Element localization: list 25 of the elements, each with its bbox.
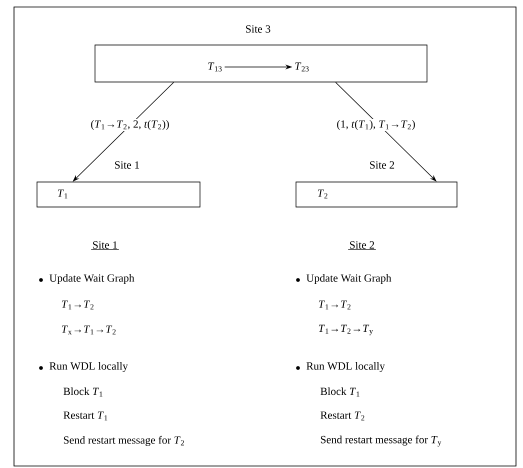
- site-heading: Site 3: [246, 25, 270, 33]
- transaction-label: T$_{13}$: [208, 62, 222, 72]
- step-text: Run WDL locally: [306, 362, 385, 372]
- site-box: T$_{1}$: [36, 182, 200, 208]
- step-text: Update Wait Graph: [306, 274, 392, 284]
- step-text: Send restart message for T$_{2}$: [64, 436, 184, 446]
- edge-label: (1, t(T$_{1}$), T$_{1}$→T$_{2}$): [336, 119, 416, 131]
- step-text: Block T$_{1}$: [320, 387, 360, 397]
- step-text: T$_{1}$→T$_{2}$: [62, 300, 94, 310]
- step-text: T$_{1}$→T$_{2}$: [318, 300, 350, 310]
- site-heading: Site 2: [370, 161, 394, 169]
- step-text: Restart T$_{2}$: [320, 412, 364, 420]
- step-text: Restart T$_{1}$: [64, 412, 108, 420]
- step-text: T$_{x}$→T$_{1}$→T$_{2}$: [62, 326, 116, 334]
- site-heading: Site 1: [115, 161, 140, 169]
- section-heading: Site 1: [90, 241, 120, 250]
- section-heading: Site 2: [348, 241, 376, 250]
- transaction-label: T$_{23}$: [295, 62, 309, 72]
- step-text: T$_{1}$→T$_{2}$→T$_{y}$: [318, 324, 374, 336]
- step-text: Block T$_{1}$: [64, 387, 102, 397]
- step-text: Run WDL locally: [50, 362, 128, 372]
- site-box: T$_{2}$: [296, 182, 458, 208]
- step-text: Update Wait Graph: [49, 274, 134, 284]
- step-text: Send restart message for T$_{y}$: [320, 435, 442, 447]
- edge-label: (T$_{1}$→T$_{2}$, 2, t(T$_{2}$)): [90, 119, 170, 131]
